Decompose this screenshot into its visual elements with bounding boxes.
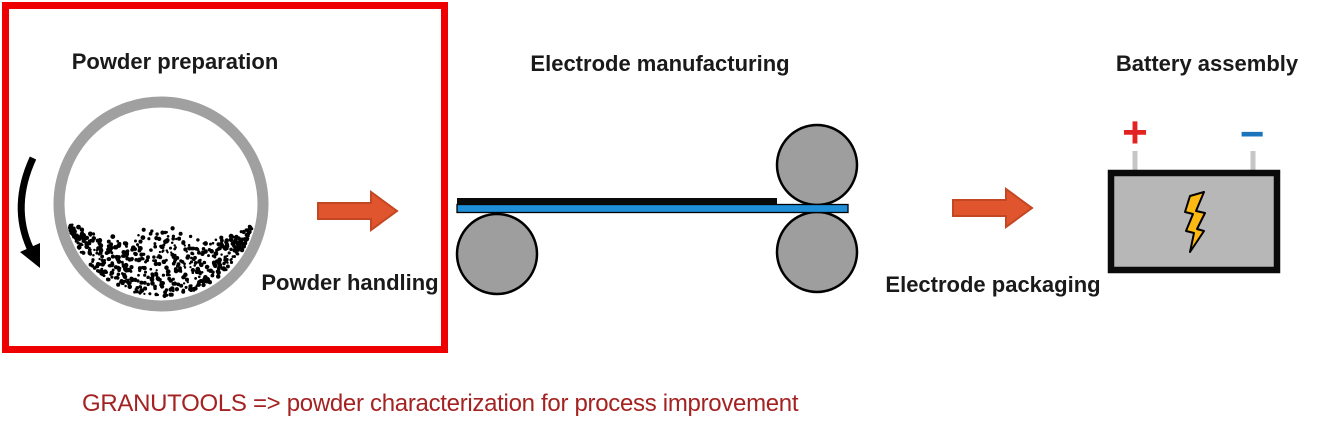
- sheet-coating-black: [457, 198, 777, 205]
- battery-left-post: [1132, 151, 1138, 172]
- powder-particles-icon: [67, 223, 254, 298]
- battery-minus-terminal-label: −: [1240, 110, 1265, 157]
- stage-title-electrode-manufacturing: Electrode manufacturing: [530, 51, 790, 76]
- granutools-caption: GRANUTOOLS => powder characterization fo…: [82, 390, 799, 417]
- bottom-right-roller-icon: [775, 210, 859, 294]
- lightning-bolt-icon: [1184, 191, 1206, 253]
- left-roller-icon: [455, 212, 539, 296]
- stage-title-battery-assembly: Battery assembly: [1115, 51, 1299, 76]
- top-right-roller-icon: [775, 123, 859, 207]
- sheet-substrate-blue: [456, 203, 849, 214]
- arrow-label-powder-handling: Powder handling: [261, 270, 439, 295]
- battery-plus-terminal-label: +: [1122, 108, 1148, 157]
- powder-preparation-highlight-box: [2, 2, 448, 353]
- arrow-label-electrode-packaging: Electrode packaging: [885, 272, 1101, 297]
- rotation-arrow-icon: [17, 156, 40, 268]
- ball-mill-drum-icon: [53, 96, 269, 312]
- flow-arrow-powder-handling-icon: [317, 190, 399, 232]
- electrode-sheet-icon: [456, 198, 849, 214]
- battery-right-post: [1250, 151, 1256, 172]
- flow-arrow-electrode-packaging-icon: [952, 187, 1034, 229]
- stage-title-powder-preparation: Powder preparation: [71, 49, 279, 74]
- battery-icon: + −: [1107, 108, 1281, 274]
- roller-icons: [455, 123, 859, 296]
